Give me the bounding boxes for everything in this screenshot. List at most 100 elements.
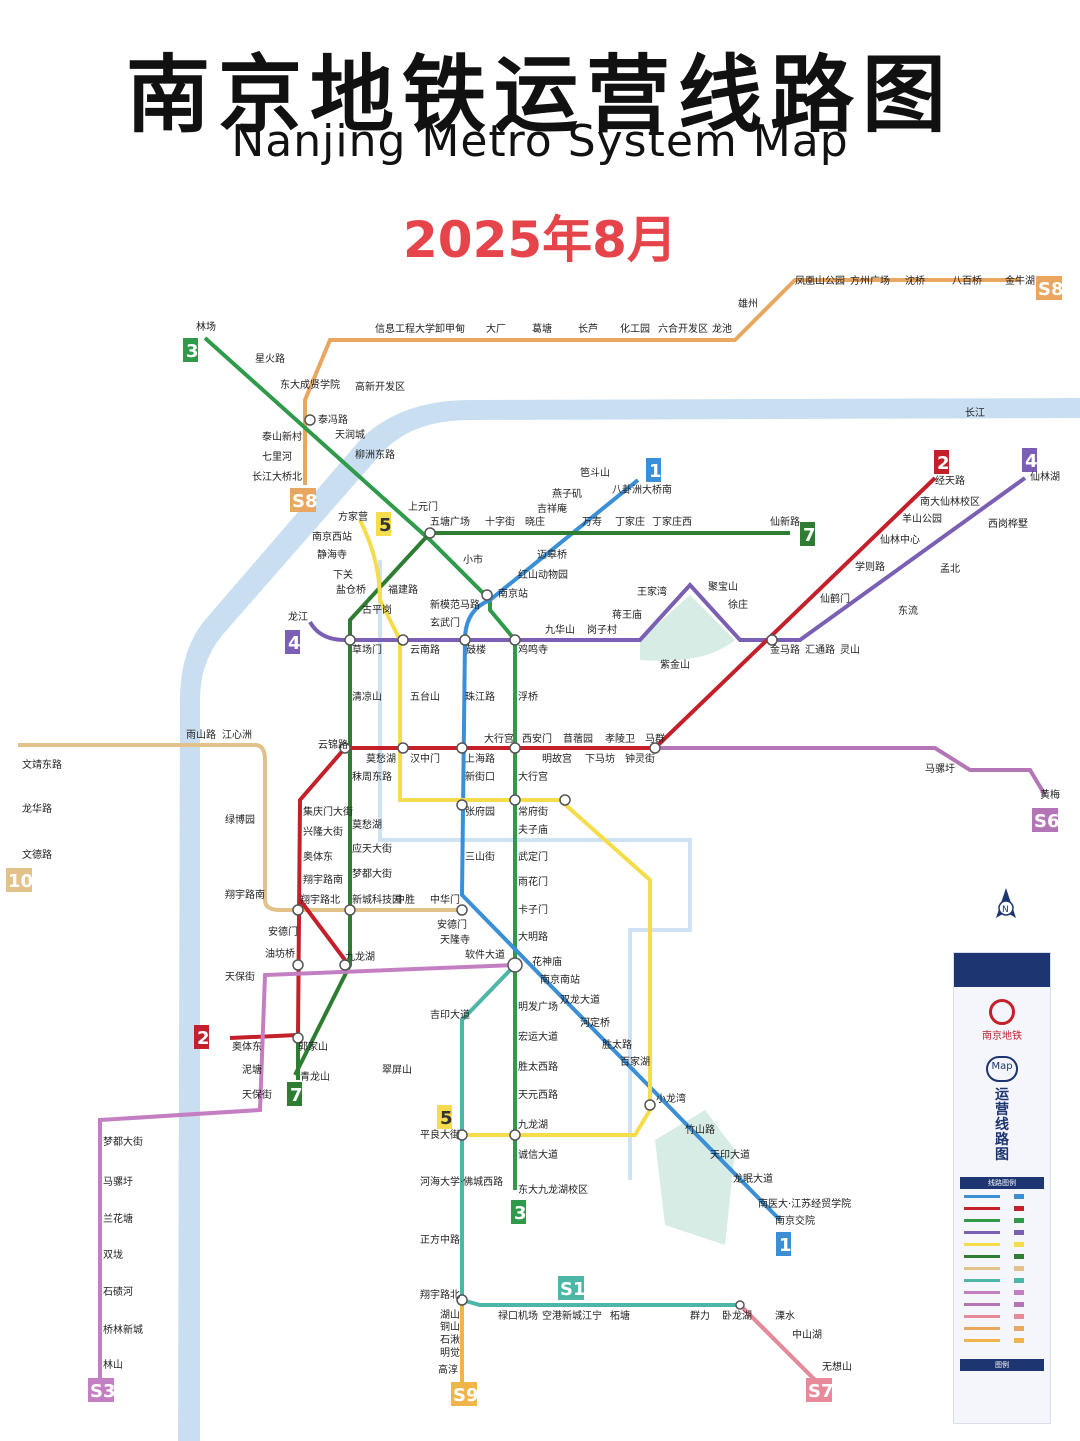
station-label: 宏运大道 (518, 1030, 558, 1043)
station-label: 南京西站 (312, 530, 352, 543)
station-label: 新模范马路 (430, 598, 480, 611)
station-label: 桥林新城 (103, 1323, 143, 1336)
station-label: 河定桥 (580, 1016, 610, 1029)
river-label: 长江 (965, 407, 985, 419)
station-label: 绿博园 (225, 813, 255, 826)
badge-line-4: 4 (285, 630, 301, 654)
legend-swatch (964, 1243, 1000, 1246)
station-label: 泰冯路 (318, 413, 348, 426)
legend-swatch (964, 1195, 1000, 1198)
station-label: 西岗桦墅 (988, 517, 1028, 530)
legend-badge (1014, 1278, 1024, 1283)
station-label: 南京站 (498, 587, 528, 600)
legend-lines-section: 线路图例 (960, 1177, 1044, 1189)
station-label: 仙新路 (770, 515, 800, 528)
station-label: 文德路 (22, 848, 52, 861)
svg-text:S8: S8 (292, 491, 318, 512)
station-label: 盐仓桥 (336, 583, 366, 596)
line-5 (358, 519, 652, 1137)
station-label: 雨山路 (186, 728, 216, 741)
legend-badge (1014, 1290, 1024, 1295)
station-label: 九龙湖 (345, 950, 375, 963)
station-label: 兴隆大街 (303, 825, 343, 838)
station-label: 五塘广场 (430, 515, 470, 528)
station-label: 秣周东路 (352, 770, 392, 783)
line-s6 (655, 746, 1047, 797)
station-label: 方州广场 (850, 274, 890, 287)
svg-text:S3: S3 (90, 1381, 116, 1402)
legend-badge (1014, 1194, 1024, 1199)
station-label: 古平岗 (362, 603, 392, 616)
station-label: 天隆寺 (440, 933, 470, 946)
station-label: 翔宇路南 (303, 873, 343, 886)
station-label: 仙鹤门 (820, 592, 850, 605)
station-label: 河海大学·佛城西路 (420, 1175, 503, 1188)
station-label: 花神庙 (532, 955, 562, 968)
station-label: 天元西路 (518, 1088, 558, 1101)
station-label: 小市 (463, 553, 483, 566)
station-label: 龙江 (288, 610, 308, 623)
badge-line-s3: S3 (88, 1378, 116, 1402)
badge-line-1-south: 1 (776, 1232, 792, 1256)
station-label: 福建路 (388, 583, 418, 596)
badge-line-7: 7 (800, 522, 816, 546)
station-label: 钟灵街 (625, 752, 655, 765)
station-label: 高新开发区 (355, 380, 405, 393)
legend-row-line-10 (960, 1263, 1044, 1273)
station-label: 南京交院 (775, 1214, 815, 1227)
station-label: 长芦 (578, 323, 598, 335)
page-subtitle: Nanjing Metro System Map (231, 116, 849, 167)
svg-text:S8: S8 (1038, 279, 1064, 300)
station-label: 集庆门大街 (303, 805, 353, 818)
legend-heading: 运营线路图 (995, 1087, 1009, 1163)
station-label: 武定门 (518, 850, 548, 863)
station-label: 燕子矶 (552, 488, 582, 500)
station-label: 十字街 (485, 515, 515, 528)
station-label: 吉印大道 (430, 1008, 470, 1021)
station-label: 上元门 (408, 500, 438, 513)
svg-text:7: 7 (803, 525, 816, 546)
station-label: 群力 (690, 1309, 710, 1322)
station-label: 卧龙湖 (722, 1309, 752, 1322)
station-label: 黄梅 (1040, 788, 1060, 801)
station-label: 禄口机场 (498, 1309, 538, 1322)
station-label: 静海寺 (317, 548, 347, 561)
station-label: 双龙大道 (560, 993, 600, 1006)
station-label: 溧水 (775, 1309, 795, 1322)
station-label: 常府街 (518, 805, 548, 818)
legend-badge (1014, 1314, 1024, 1319)
station-label: 夫子庙 (518, 823, 548, 836)
station-label: 汇通路 (805, 643, 835, 656)
station-label: 龙眠大道 (733, 1172, 773, 1185)
station-label: 翔宇路北 (300, 893, 340, 906)
station-label: 云南路 (410, 643, 440, 656)
legend-row-line-S7 (960, 1311, 1044, 1321)
station-label: 铜山 (440, 1321, 460, 1333)
station-label: 红山动物园 (518, 568, 568, 581)
svg-text:S1: S1 (560, 1279, 586, 1300)
legend-badge (1014, 1266, 1024, 1271)
station-label: 东流 (898, 604, 918, 617)
station-label: 八百桥 (952, 275, 982, 287)
station-label: 马骡圩 (925, 762, 955, 775)
station-label: 小龙湾 (656, 1092, 686, 1105)
legend-row-line-1 (960, 1191, 1044, 1201)
badge-line-7-south: 7 (287, 1082, 303, 1106)
station-label: 岗子村 (587, 623, 617, 636)
legend-map-word: Map (986, 1056, 1018, 1082)
badge-line-1: 1 (646, 458, 662, 482)
legend-badge (1014, 1302, 1024, 1307)
line-s8 (303, 278, 1020, 485)
station-label: 奥体东 (303, 850, 333, 863)
badge-line-s6: S6 (1032, 808, 1060, 832)
station-label: 下马坊 (585, 752, 615, 765)
legend-badge (1014, 1206, 1024, 1211)
station-label: 浮桥 (518, 691, 538, 703)
station-label: 正方中路 (420, 1233, 460, 1246)
station-label: 大行宫 (484, 732, 514, 745)
legend-badge (1014, 1338, 1024, 1343)
badge-line-3: 3 (183, 338, 199, 362)
legend-row-line-S3 (960, 1287, 1044, 1297)
line-7 (293, 531, 790, 1076)
